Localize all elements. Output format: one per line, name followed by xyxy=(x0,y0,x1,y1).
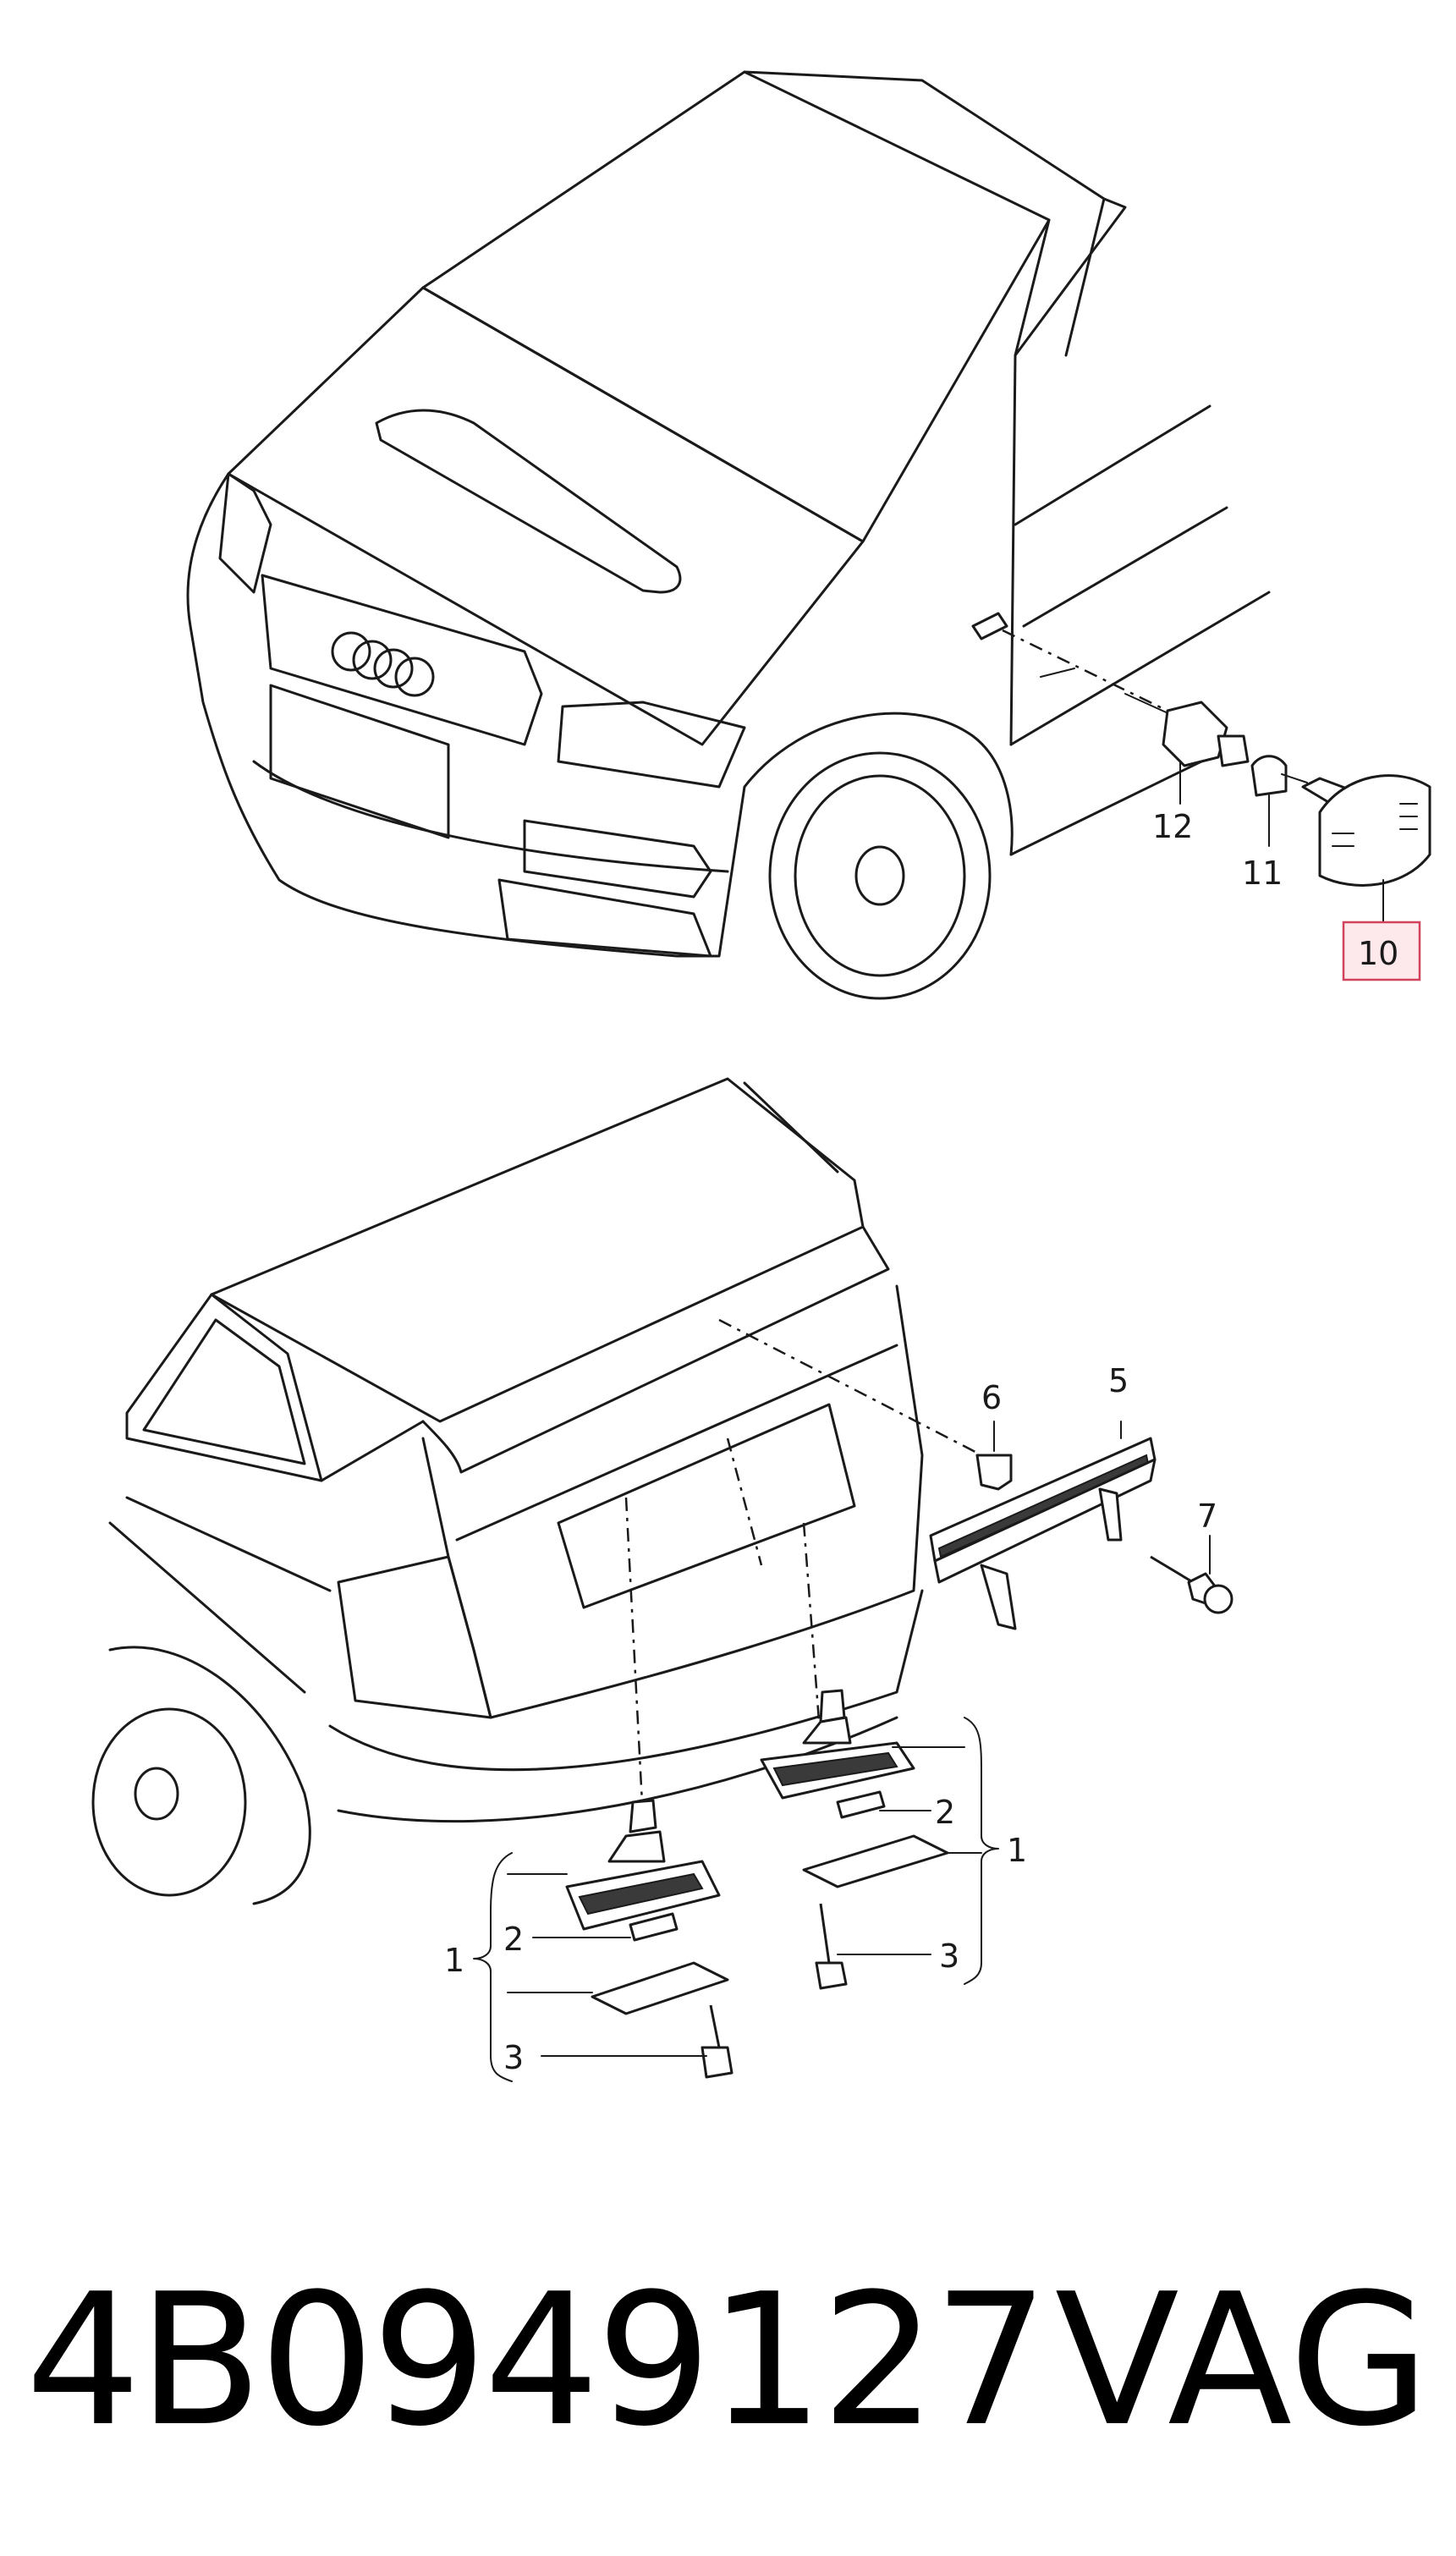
license-lamp-left-part-1[interactable] xyxy=(565,1799,721,1931)
callout-11: 11 xyxy=(1242,794,1283,892)
callout-3-left-label: 3 xyxy=(503,2039,524,2076)
brake-light-part-5[interactable] xyxy=(929,1437,1157,1630)
callout-10-highlight xyxy=(1342,921,1421,981)
callout-12-label: 12 xyxy=(1152,808,1193,845)
callout-10[interactable]: 10 xyxy=(1342,879,1421,981)
callout-10-label: 10 xyxy=(1358,935,1398,972)
license-gasket-right xyxy=(802,1834,949,1888)
callout-5: 5 xyxy=(1108,1362,1129,1439)
parts-diagram: 12 11 10 xyxy=(91,70,1431,2082)
license-screw-left-part-3[interactable] xyxy=(701,2004,733,2079)
socket-part-12[interactable] xyxy=(1124,693,1250,767)
callout-group-right: 2 1 3 xyxy=(837,1717,1027,1985)
callout-2-left-label: 2 xyxy=(503,1921,524,1958)
callout-group-left: 2 1 3 xyxy=(444,1852,707,2082)
footer: 4B0949127 VAG xyxy=(25,2251,1430,2471)
callout-1-right-label: 1 xyxy=(1007,1832,1027,1869)
clip-part-6[interactable] xyxy=(975,1454,1013,1491)
side-marker-part-10[interactable] xyxy=(1301,774,1431,887)
callout-7: 7 xyxy=(1197,1498,1217,1575)
rear-car-illustration xyxy=(91,1077,999,1905)
bulb-part-11[interactable] xyxy=(1250,755,1308,797)
license-screw-right-part-3[interactable] xyxy=(815,1903,848,1990)
license-bulb-right-part-2[interactable] xyxy=(836,1790,886,1819)
callout-5-label: 5 xyxy=(1108,1362,1129,1399)
callout-11-label: 11 xyxy=(1242,855,1283,892)
callout-3-right-label: 3 xyxy=(939,1938,959,1975)
callout-12: 12 xyxy=(1152,761,1193,845)
front-car-illustration xyxy=(186,70,1271,1000)
callout-6: 6 xyxy=(981,1379,1002,1452)
callout-1-left-label: 1 xyxy=(444,1942,464,1979)
license-lamp-right-part-1[interactable] xyxy=(760,1689,915,1800)
screw-part-7[interactable] xyxy=(1150,1555,1233,1614)
license-bulb-left-part-2[interactable] xyxy=(629,1912,679,1942)
callout-2-right-label: 2 xyxy=(935,1794,955,1831)
part-number: 4B0949127 xyxy=(25,2254,1049,2466)
brand-label: VAG xyxy=(1054,2254,1430,2466)
callout-6-label: 6 xyxy=(981,1379,1002,1416)
callout-7-label: 7 xyxy=(1197,1498,1217,1535)
license-gasket-left xyxy=(591,1961,729,2015)
